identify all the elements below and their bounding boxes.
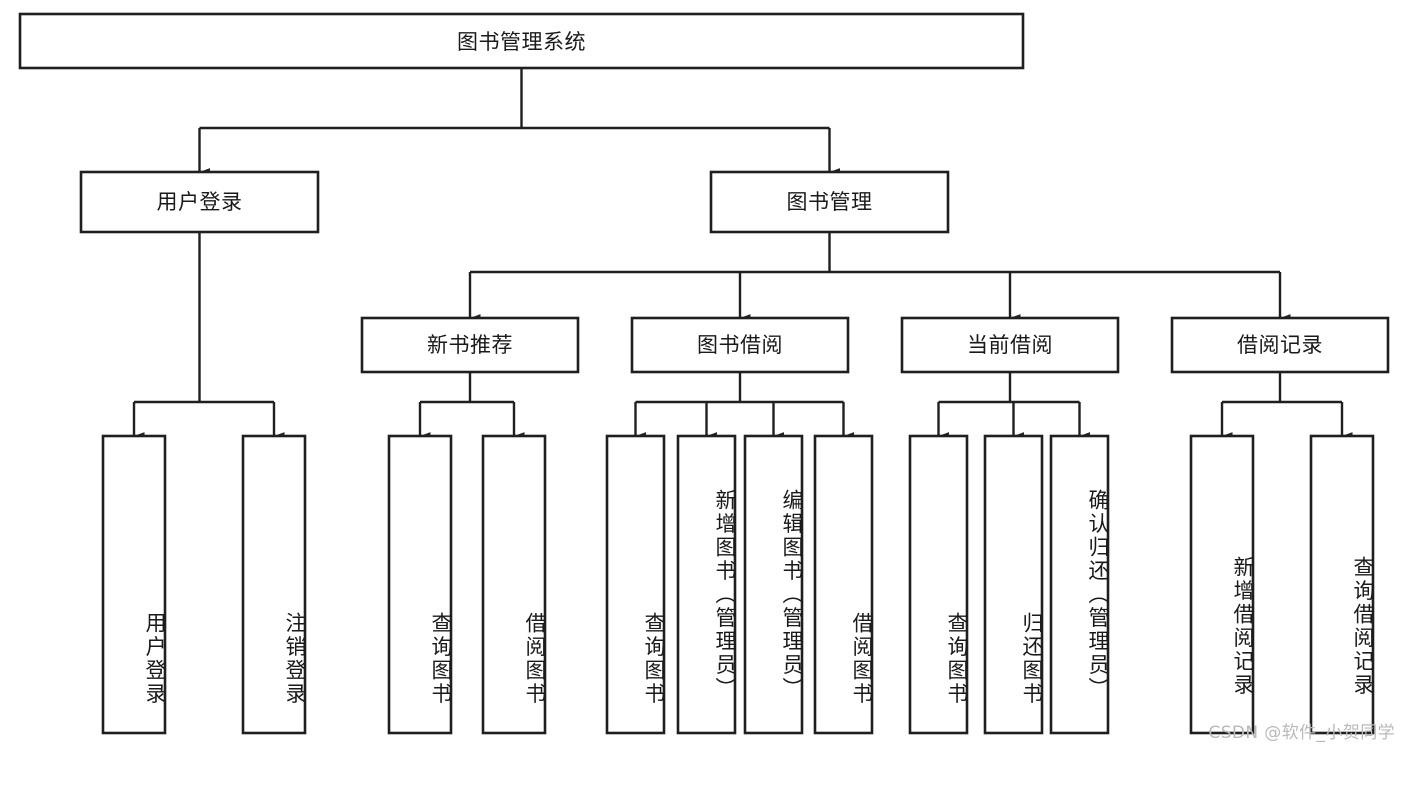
node-book-borrow-label: 图书借阅 (697, 333, 783, 357)
leaf-box-logout[interactable] (241, 434, 307, 735)
node-root-system[interactable]: 图书管理系统 (18, 12, 1025, 70)
node-new-book-recommend-box[interactable] (360, 316, 580, 374)
node-current-borrow-label: 当前借阅 (967, 333, 1053, 357)
node-user-login-label: 用户登录 (157, 190, 243, 214)
node-root-system-label: 图书管理系统 (457, 30, 586, 54)
leaf-box-layer (101, 434, 1375, 735)
leaf-box-add-book-admin[interactable] (676, 434, 737, 735)
node-user-login[interactable]: 用户登录 (79, 170, 320, 234)
node-user-login-box[interactable] (79, 170, 320, 234)
leaf-box-query-book-rec[interactable] (387, 434, 453, 735)
leaf-box-query-book-current[interactable] (908, 434, 969, 735)
node-borrow-record-label: 借阅记录 (1237, 333, 1323, 357)
diagram-canvas: 图书管理系统 用户登录 图书管理 新书推荐 图书借阅 当前借阅 借阅记录 (18, 12, 1395, 743)
node-book-borrow[interactable]: 图书借阅 (630, 316, 850, 374)
leaf-box-edit-book-admin[interactable] (743, 434, 804, 735)
leaf-box-borrow-book-rec[interactable] (481, 434, 547, 735)
node-borrow-record-box[interactable] (1170, 316, 1390, 374)
node-current-borrow[interactable]: 当前借阅 (900, 316, 1120, 374)
leaf-box-add-borrow-record[interactable] (1189, 434, 1255, 735)
node-root-system-box[interactable] (18, 12, 1025, 70)
node-borrow-record[interactable]: 借阅记录 (1170, 316, 1390, 374)
node-book-manage-box[interactable] (709, 170, 950, 234)
leaf-box-query-book-borrow[interactable] (605, 434, 666, 735)
node-book-manage[interactable]: 图书管理 (709, 170, 950, 234)
node-current-borrow-box[interactable] (900, 316, 1120, 374)
leaf-box-return-book[interactable] (983, 434, 1044, 735)
leaf-box-confirm-return-admin[interactable] (1049, 434, 1110, 735)
connector-layer (132, 68, 1353, 440)
leaf-box-borrow-book[interactable] (813, 434, 874, 735)
node-book-manage-label: 图书管理 (787, 190, 873, 214)
node-book-borrow-box[interactable] (630, 316, 850, 374)
node-new-book-recommend[interactable]: 新书推荐 (360, 316, 580, 374)
leaf-box-query-borrow-record[interactable] (1309, 434, 1375, 735)
node-new-book-recommend-label: 新书推荐 (427, 333, 513, 357)
tree-diagram-svg: 图书管理系统 用户登录 图书管理 新书推荐 图书借阅 当前借阅 借阅记录 (18, 12, 1390, 735)
csdn-watermark: CSDN @软件_小贺同学 (1208, 723, 1395, 743)
leaf-box-user-login[interactable] (101, 434, 167, 735)
